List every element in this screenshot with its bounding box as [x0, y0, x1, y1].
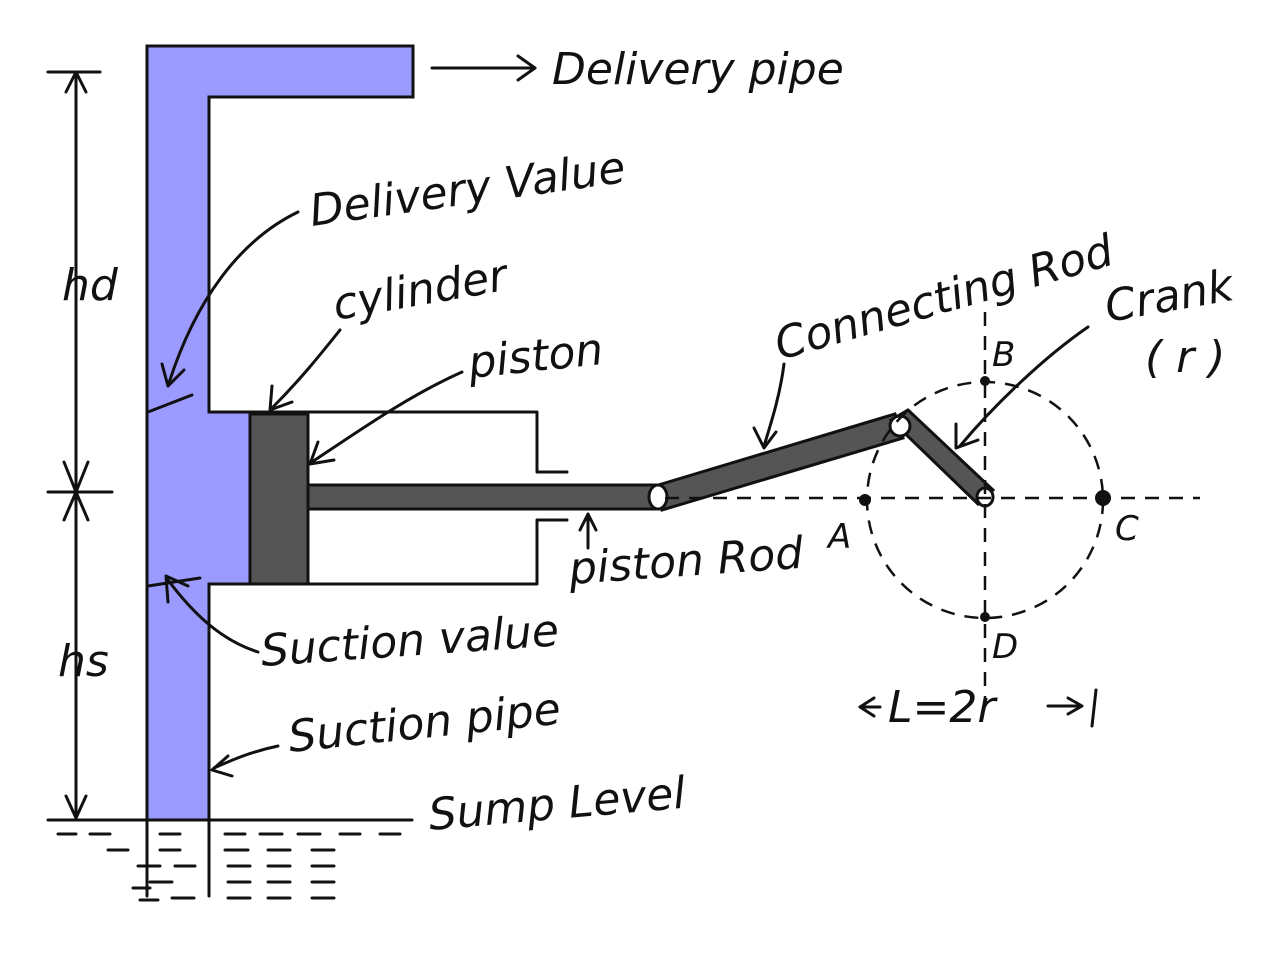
hd-top-arrow [64, 70, 88, 94]
point-b-dot [980, 376, 990, 386]
point-d-dot [980, 612, 990, 622]
cylinder-outline-bottom [207, 518, 569, 586]
point-d-label: D [992, 627, 1018, 667]
crank-radius-label: ( r ) [1145, 332, 1225, 383]
point-c-dot [1095, 490, 1111, 506]
piston-rod-pin [647, 483, 669, 511]
crank-arm [888, 408, 996, 507]
piston-label: piston [465, 324, 606, 389]
piston-rod-label: piston Rod [566, 528, 806, 595]
stroke-length-label: L=2r [888, 682, 998, 733]
connecting-rod-label: Connecting Rod [769, 225, 1120, 371]
delivery-valve-label: Delivery Value [306, 142, 628, 237]
point-a-dot [859, 494, 871, 506]
delivery-pipe-label: Delivery pipe [552, 44, 844, 95]
hs-bottom-arrow [64, 794, 88, 820]
hd-label: hd [62, 260, 119, 311]
cylinder-outline-top [207, 410, 569, 474]
cylinder-label: cylinder [329, 250, 514, 331]
sump-level-label: Sump Level [427, 768, 689, 841]
suction-pipe-label: Suction pipe [286, 684, 563, 763]
crank-pin [888, 414, 912, 438]
point-a-label: A [826, 517, 851, 557]
crank-label: Crank [1101, 260, 1239, 333]
point-b-label: B [992, 335, 1015, 375]
leader-arrows [160, 54, 1098, 778]
suction-valve-label: Suction value [259, 605, 560, 677]
hs-label: hs [58, 636, 109, 687]
point-c-label: C [1115, 509, 1139, 549]
piston-block [248, 412, 310, 586]
sump-water-dashes [56, 832, 402, 902]
piston-rod [306, 483, 660, 511]
suction-valve-mark [146, 576, 202, 588]
delivery-valve-mark [146, 393, 194, 414]
